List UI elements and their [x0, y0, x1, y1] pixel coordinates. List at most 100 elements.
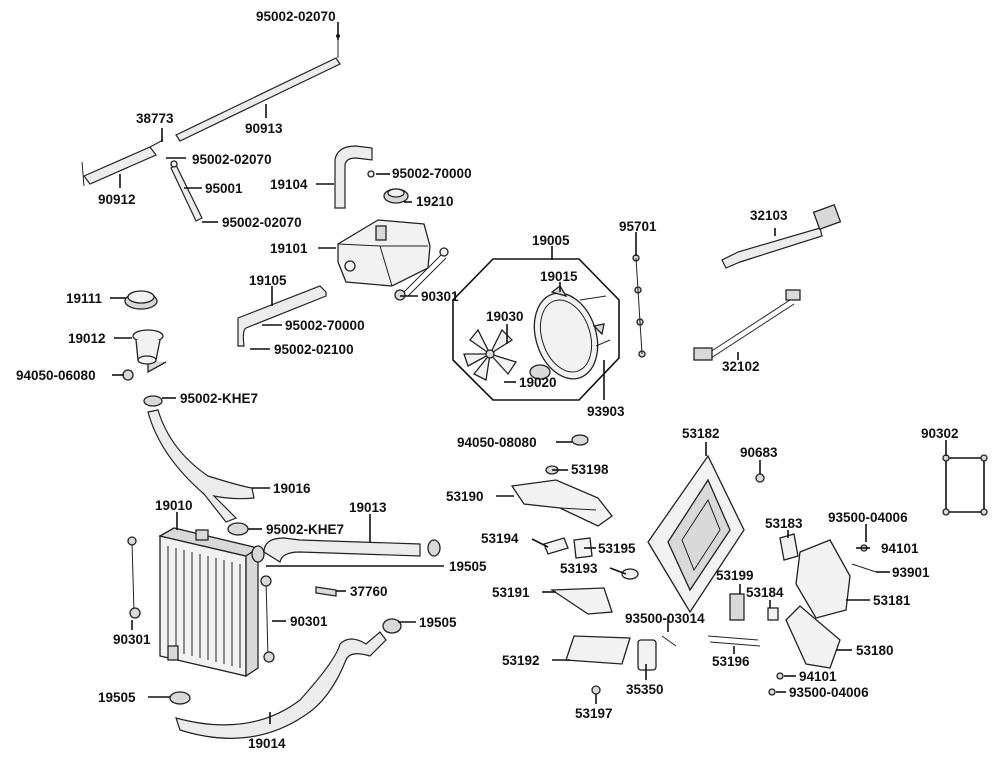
label-95002-02100: 95002-02100 [274, 342, 354, 357]
breather-hose-90913 [175, 34, 341, 142]
label-19101: 19101 [270, 241, 308, 256]
label-53192: 53192 [502, 653, 540, 668]
clamp-19505-right [251, 539, 441, 563]
hose-19013 [263, 537, 421, 563]
screw-90683 [755, 473, 765, 483]
fan-blade-19030 [463, 328, 518, 381]
label-95002-02070-low: 95002-02070 [222, 215, 302, 230]
fan-shroud-19015 [533, 285, 605, 380]
housing-53180 [785, 605, 841, 669]
label-53194: 53194 [481, 531, 519, 546]
bracket-53192 [565, 635, 631, 695]
wire-93500-03014 [661, 635, 677, 647]
label-90912: 90912 [98, 192, 136, 207]
label-93903: 93903 [587, 404, 625, 419]
housing-53181 [795, 539, 851, 619]
label-94101-low: 94101 [799, 669, 837, 684]
label-95701: 95701 [619, 219, 657, 234]
label-19505-mid: 19505 [419, 615, 457, 630]
label-53191: 53191 [492, 585, 530, 600]
label-53193: 53193 [560, 561, 598, 576]
label-93500-04006-low: 93500-04006 [789, 685, 869, 700]
label-19012: 19012 [68, 331, 106, 346]
bracket-53191 [549, 587, 613, 615]
hose-19105 [237, 285, 327, 347]
sensor-37760 [315, 586, 337, 597]
bolt-90301-right [260, 575, 275, 663]
label-19016: 19016 [273, 481, 311, 496]
label-19010: 19010 [155, 498, 193, 513]
label-95002-khe7-top: 95002-KHE7 [180, 391, 258, 406]
screw-93903 [579, 295, 611, 347]
hose-19014 [175, 631, 387, 739]
label-53184: 53184 [746, 585, 784, 600]
cover-53182 [647, 454, 745, 614]
label-94050-06080: 94050-06080 [16, 368, 96, 383]
label-93500-03014: 93500-03014 [625, 611, 705, 626]
bolt-90301-tank [394, 247, 449, 301]
spring-53199 [729, 593, 745, 621]
breather-tube-90912 [81, 139, 164, 187]
label-19014: 19014 [248, 736, 286, 751]
label-19020: 19020 [519, 375, 557, 390]
label-95002-khe7-mid: 95002-KHE7 [266, 522, 344, 537]
label-19013: 19013 [349, 500, 387, 515]
hose-95001 [170, 160, 203, 222]
label-19505-right: 19505 [449, 559, 487, 574]
hose-19016 [147, 409, 255, 523]
label-19005: 19005 [532, 233, 570, 248]
label-32103: 32103 [750, 208, 788, 223]
label-95002-02070-mid: 95002-02070 [192, 152, 272, 167]
label-35350: 35350 [626, 682, 664, 697]
clamp-95002-khe7-mid [227, 522, 249, 536]
label-94050-08080: 94050-08080 [457, 435, 537, 450]
reservoir-cap-19210 [383, 188, 409, 204]
label-19104: 19104 [270, 177, 308, 192]
cover-53184 [767, 607, 779, 621]
label-53183: 53183 [765, 516, 803, 531]
label-95002-02070-top: 95002-02070 [256, 9, 336, 24]
label-19105: 19105 [249, 273, 287, 288]
clip-53193 [621, 568, 639, 580]
harness-32103 [721, 203, 842, 269]
harness-32102 [693, 289, 801, 361]
leader-lines [110, 22, 947, 724]
label-94101-top: 94101 [881, 541, 919, 556]
nut-94050-08080 [571, 434, 589, 446]
clamp-19505-mid [382, 618, 402, 634]
label-53180: 53180 [856, 643, 894, 658]
label-90301-tank: 90301 [421, 289, 459, 304]
radiator-19010 [158, 527, 260, 678]
label-95002-70000-top: 95002-70000 [392, 166, 472, 181]
hose-19104 [334, 145, 375, 209]
label-53181: 53181 [873, 593, 911, 608]
label-95001: 95001 [205, 181, 243, 196]
label-90913: 90913 [245, 121, 283, 136]
label-37760: 37760 [350, 584, 388, 599]
label-53190: 53190 [446, 489, 484, 504]
label-93500-04006-top: 93500-04006 [828, 510, 908, 525]
label-53197: 53197 [575, 706, 613, 721]
filler-neck-19012 [132, 329, 167, 374]
bolt-94050-06080 [122, 369, 134, 381]
plate-53195 [573, 537, 593, 559]
label-19210: 19210 [416, 194, 454, 209]
radiator-cap-19111 [124, 290, 158, 310]
plate-53194 [543, 537, 569, 555]
label-19030: 19030 [486, 309, 524, 324]
label-53198: 53198 [571, 462, 609, 477]
label-90683: 90683 [740, 445, 778, 460]
fan-assembly-outline-19005 [452, 258, 620, 401]
reservoir-tank-19101 [337, 219, 431, 287]
relay-35350 [637, 639, 657, 671]
label-53195: 53195 [598, 541, 636, 556]
label-93901: 93901 [892, 565, 930, 580]
label-53199: 53199 [716, 568, 754, 583]
box-53183 [779, 533, 799, 561]
label-19505-low: 19505 [98, 690, 136, 705]
bolt-90301-left [127, 536, 141, 619]
label-38773: 38773 [136, 111, 174, 126]
bracket-53190 [510, 479, 613, 527]
